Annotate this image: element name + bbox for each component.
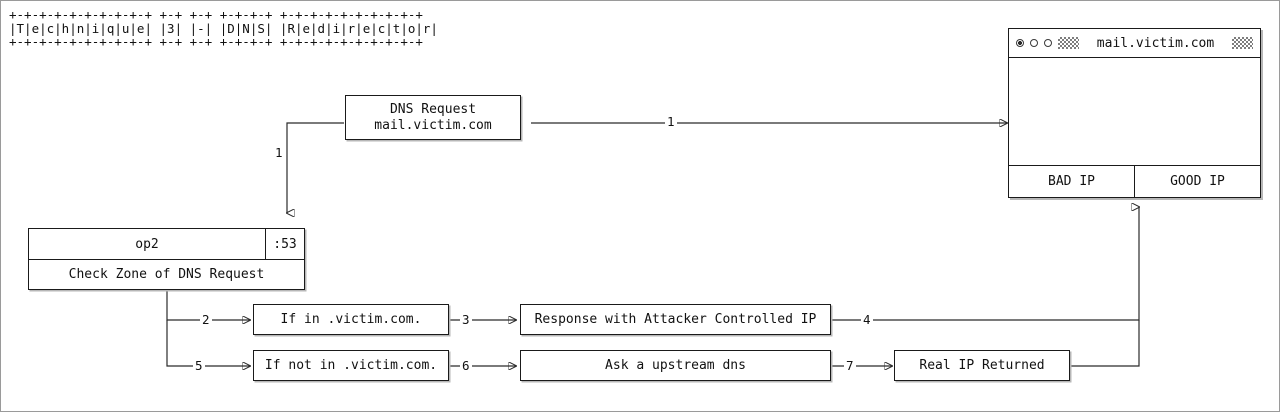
- edge-label-response-to-browser: 4: [861, 312, 873, 327]
- edge-label-browser-to-dns-request: 1: [665, 114, 677, 129]
- server-header: op2 :53: [29, 229, 304, 260]
- browser-titlebar: mail.victim.com: [1009, 29, 1260, 58]
- node-server-op2[interactable]: op2 :53 Check Zone of DNS Request: [28, 228, 305, 290]
- browser-viewport[interactable]: [1009, 58, 1260, 165]
- edge-real-ip-to-riser: [1070, 320, 1140, 367]
- node-if-in-zone[interactable]: If in .victim.com.: [253, 304, 449, 335]
- node-real-ip-returned[interactable]: Real IP Returned: [894, 350, 1070, 381]
- server-port-label: :53: [273, 236, 297, 252]
- browser-window[interactable]: mail.victim.com BAD IP GOOD IP: [1008, 28, 1261, 198]
- browser-footer: BAD IP GOOD IP: [1009, 165, 1260, 197]
- node-ask-upstream-dns[interactable]: Ask a upstream dns: [520, 350, 831, 381]
- footer-cell-bad-ip[interactable]: BAD IP: [1009, 166, 1135, 197]
- circle-dot-icon-2[interactable]: [1044, 39, 1052, 47]
- edge-label-if-in-to-response: 3: [460, 312, 472, 327]
- checkerboard-block-right-icon: [1232, 37, 1253, 49]
- edge-label-if-not-in-to-upstream: 6: [460, 358, 472, 373]
- circle-dot-icon-1[interactable]: [1030, 39, 1038, 47]
- ascii-banner-title: +-+-+-+-+-+-+-+-+-+ +-+ +-+ +-+-+-+ +-+-…: [9, 7, 438, 49]
- edge-label-upstream-to-real-ip: 7: [844, 358, 856, 373]
- edge-label-dns-request-to-server: 1: [273, 145, 285, 160]
- footer-cell-good-ip[interactable]: GOOD IP: [1170, 174, 1225, 189]
- edge-dns-request-to-server: [287, 122, 344, 213]
- checkerboard-block-left-icon: [1058, 37, 1079, 49]
- edge-response-to-browser: [832, 207, 1139, 321]
- record-dot-icon[interactable]: [1016, 39, 1024, 47]
- node-dns-request[interactable]: DNS Request mail.victim.com: [345, 95, 521, 140]
- edge-label-server-to-if-in: 2: [200, 312, 212, 327]
- edge-label-server-to-if-not-in: 5: [193, 358, 205, 373]
- browser-title-label: mail.victim.com: [1096, 35, 1215, 51]
- node-attacker-response[interactable]: Response with Attacker Controlled IP: [520, 304, 831, 335]
- server-action-label: Check Zone of DNS Request: [68, 267, 265, 282]
- node-if-not-in-zone[interactable]: If not in .victim.com.: [253, 350, 449, 381]
- server-name-label: op2: [29, 229, 266, 259]
